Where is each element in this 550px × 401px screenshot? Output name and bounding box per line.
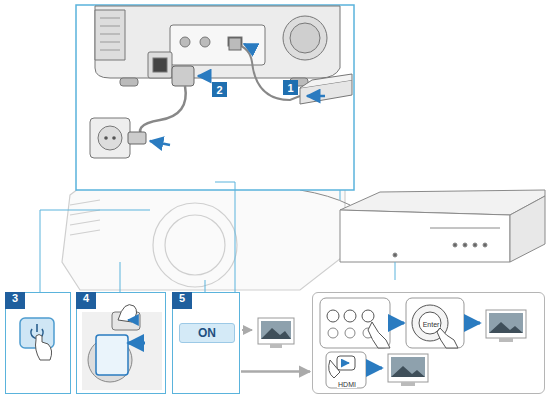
step-number: 5 bbox=[172, 292, 192, 309]
callout-number: 1 bbox=[283, 80, 298, 95]
screen-thumbnail bbox=[242, 318, 294, 348]
callout-number: 1 bbox=[287, 82, 293, 94]
on-indicator: ON bbox=[179, 323, 235, 343]
detail-panel bbox=[76, 5, 354, 190]
lens-cover bbox=[82, 305, 162, 390]
button-label: HDMI bbox=[337, 381, 357, 388]
step-panel: 3 bbox=[5, 292, 71, 394]
status-label: ON bbox=[198, 326, 216, 340]
callout-number: 2 bbox=[216, 84, 222, 96]
button-label: Enter bbox=[422, 321, 441, 328]
media-player bbox=[300, 190, 545, 262]
hdmi-cable bbox=[229, 38, 352, 104]
projector-rear bbox=[95, 6, 340, 86]
leader-lines bbox=[40, 182, 395, 292]
step-number: 3 bbox=[5, 292, 25, 309]
remote-steps bbox=[320, 298, 526, 388]
callout-number: 2 bbox=[212, 82, 227, 97]
step-panel: 5ON bbox=[172, 292, 240, 394]
step-panel: 4 bbox=[76, 292, 166, 394]
step-number: 4 bbox=[76, 292, 96, 309]
power-button bbox=[20, 318, 54, 360]
remote-panel: EnterHDMI bbox=[312, 292, 545, 394]
flow-arrow bbox=[241, 370, 310, 373]
power-cable bbox=[90, 66, 210, 158]
